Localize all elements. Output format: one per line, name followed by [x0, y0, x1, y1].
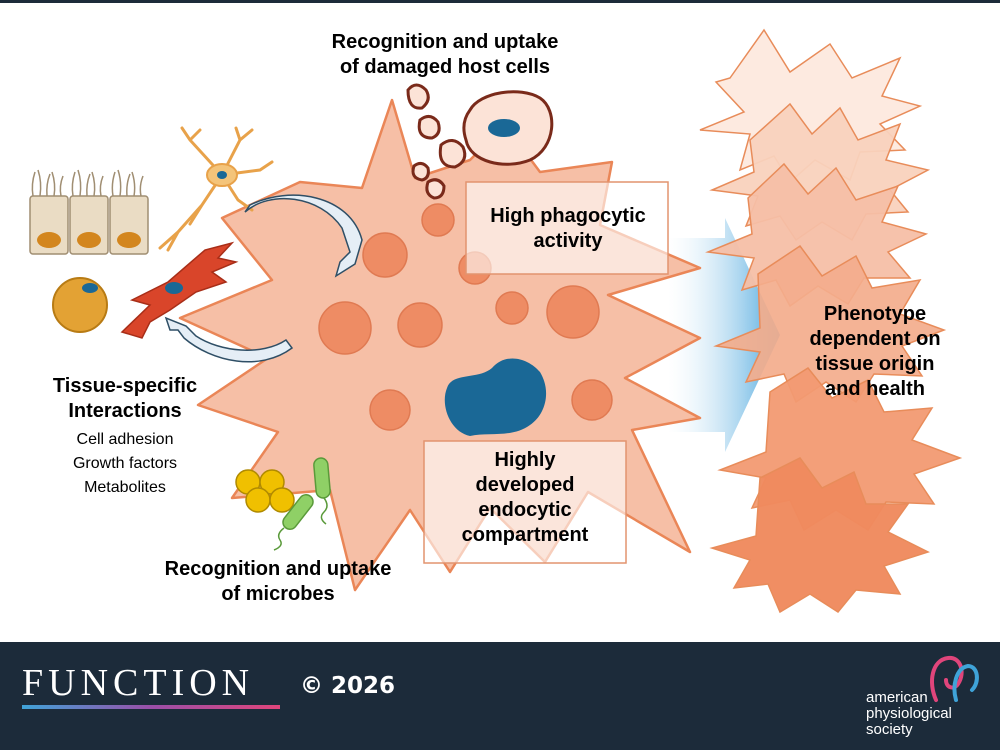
- label-line: of microbes: [221, 583, 335, 605]
- epithelial-nucleus: [37, 232, 61, 248]
- muscle-cell-nucleus: [165, 282, 183, 294]
- top-border: [0, 0, 1000, 3]
- publisher-line: american: [866, 689, 928, 706]
- phenotype-cell: [713, 244, 947, 404]
- apoptotic-body: [438, 139, 467, 169]
- label-line: Recognition and uptake: [164, 558, 392, 580]
- apoptotic-body: [406, 83, 430, 110]
- journal-underline: [22, 705, 280, 709]
- tissue-item: Growth factors: [72, 455, 178, 472]
- label-line: High phagocytic: [490, 205, 646, 227]
- neuron-nucleus: [217, 171, 227, 179]
- interaction-arrow-bottom: [164, 316, 294, 363]
- label-line: Highly: [494, 449, 556, 471]
- label-line: of damaged host cells: [339, 56, 551, 78]
- vesicle: [397, 302, 443, 348]
- rod-bacterium: [282, 494, 314, 530]
- label-line: endocytic: [478, 499, 572, 521]
- label-line: Tissue-specific: [52, 375, 198, 397]
- damaged-cells-label: Recognition and uptake of damaged host c…: [290, 30, 600, 80]
- endocytic-label: Highly developed endocytic compartment: [426, 448, 624, 548]
- tissue-interactions-title: Tissue-specific Interactions: [20, 374, 230, 424]
- bacteria-cocci: [235, 469, 295, 513]
- apoptotic-body: [411, 161, 430, 182]
- tissue-item: Metabolites: [84, 479, 166, 496]
- apoptotic-body: [425, 178, 446, 200]
- phenotype-label: Phenotype dependent on tissue origin and…: [780, 302, 970, 402]
- label-line: compartment: [461, 524, 589, 546]
- label-line: Phenotype: [823, 303, 927, 325]
- rod-bacterium: [313, 457, 331, 499]
- vesicle: [362, 232, 408, 278]
- damaged-cell-nucleus: [488, 119, 520, 137]
- label-line: Interactions: [68, 400, 182, 422]
- vesicle: [318, 301, 372, 355]
- footer-bar: [0, 642, 1000, 750]
- flagellum: [273, 527, 285, 551]
- vesicle: [421, 203, 455, 237]
- aps-logo-icon: [930, 655, 979, 702]
- vesicle: [546, 285, 600, 339]
- label-line: developed: [475, 474, 575, 496]
- phagocytic-box: [465, 181, 669, 275]
- label-line: dependent on: [809, 328, 941, 350]
- label-line: activity: [533, 230, 603, 252]
- journal-title: FUNCTION: [22, 662, 255, 704]
- label-line: and health: [824, 378, 925, 400]
- round-cell-nucleus: [82, 283, 98, 293]
- endocytic-box: [423, 440, 627, 564]
- coccus: [245, 487, 271, 513]
- epithelial-nucleus: [117, 232, 141, 248]
- phenotype-stack: [699, 28, 963, 614]
- round-cell: [52, 277, 108, 333]
- epithelial-cells: [29, 169, 149, 255]
- coccus: [269, 487, 295, 513]
- vesicle: [495, 291, 529, 325]
- interaction-arrow-top: [244, 194, 363, 278]
- phenotype-cell: [709, 457, 930, 614]
- bacteria-rods: [273, 457, 331, 551]
- epithelial-nucleus: [77, 232, 101, 248]
- publisher-line: physiological: [866, 705, 952, 722]
- label-line: tissue origin: [815, 353, 935, 375]
- flagellum: [320, 497, 328, 525]
- label-line: Recognition and uptake: [331, 31, 559, 53]
- publisher-line: society: [866, 721, 913, 738]
- apoptotic-body: [417, 115, 441, 140]
- macrophage-nucleus: [444, 358, 547, 436]
- copyright-notice: © 2026: [300, 673, 396, 699]
- vesicle: [369, 389, 411, 431]
- vesicle: [571, 379, 613, 421]
- tissue-interactions-list: Cell adhesion Growth factors Metabolites: [20, 428, 230, 500]
- phagocytic-label: High phagocytic activity: [470, 204, 666, 254]
- microbes-label: Recognition and uptake of microbes: [128, 557, 428, 607]
- tissue-item: Cell adhesion: [76, 431, 174, 448]
- microvilli: [31, 169, 144, 197]
